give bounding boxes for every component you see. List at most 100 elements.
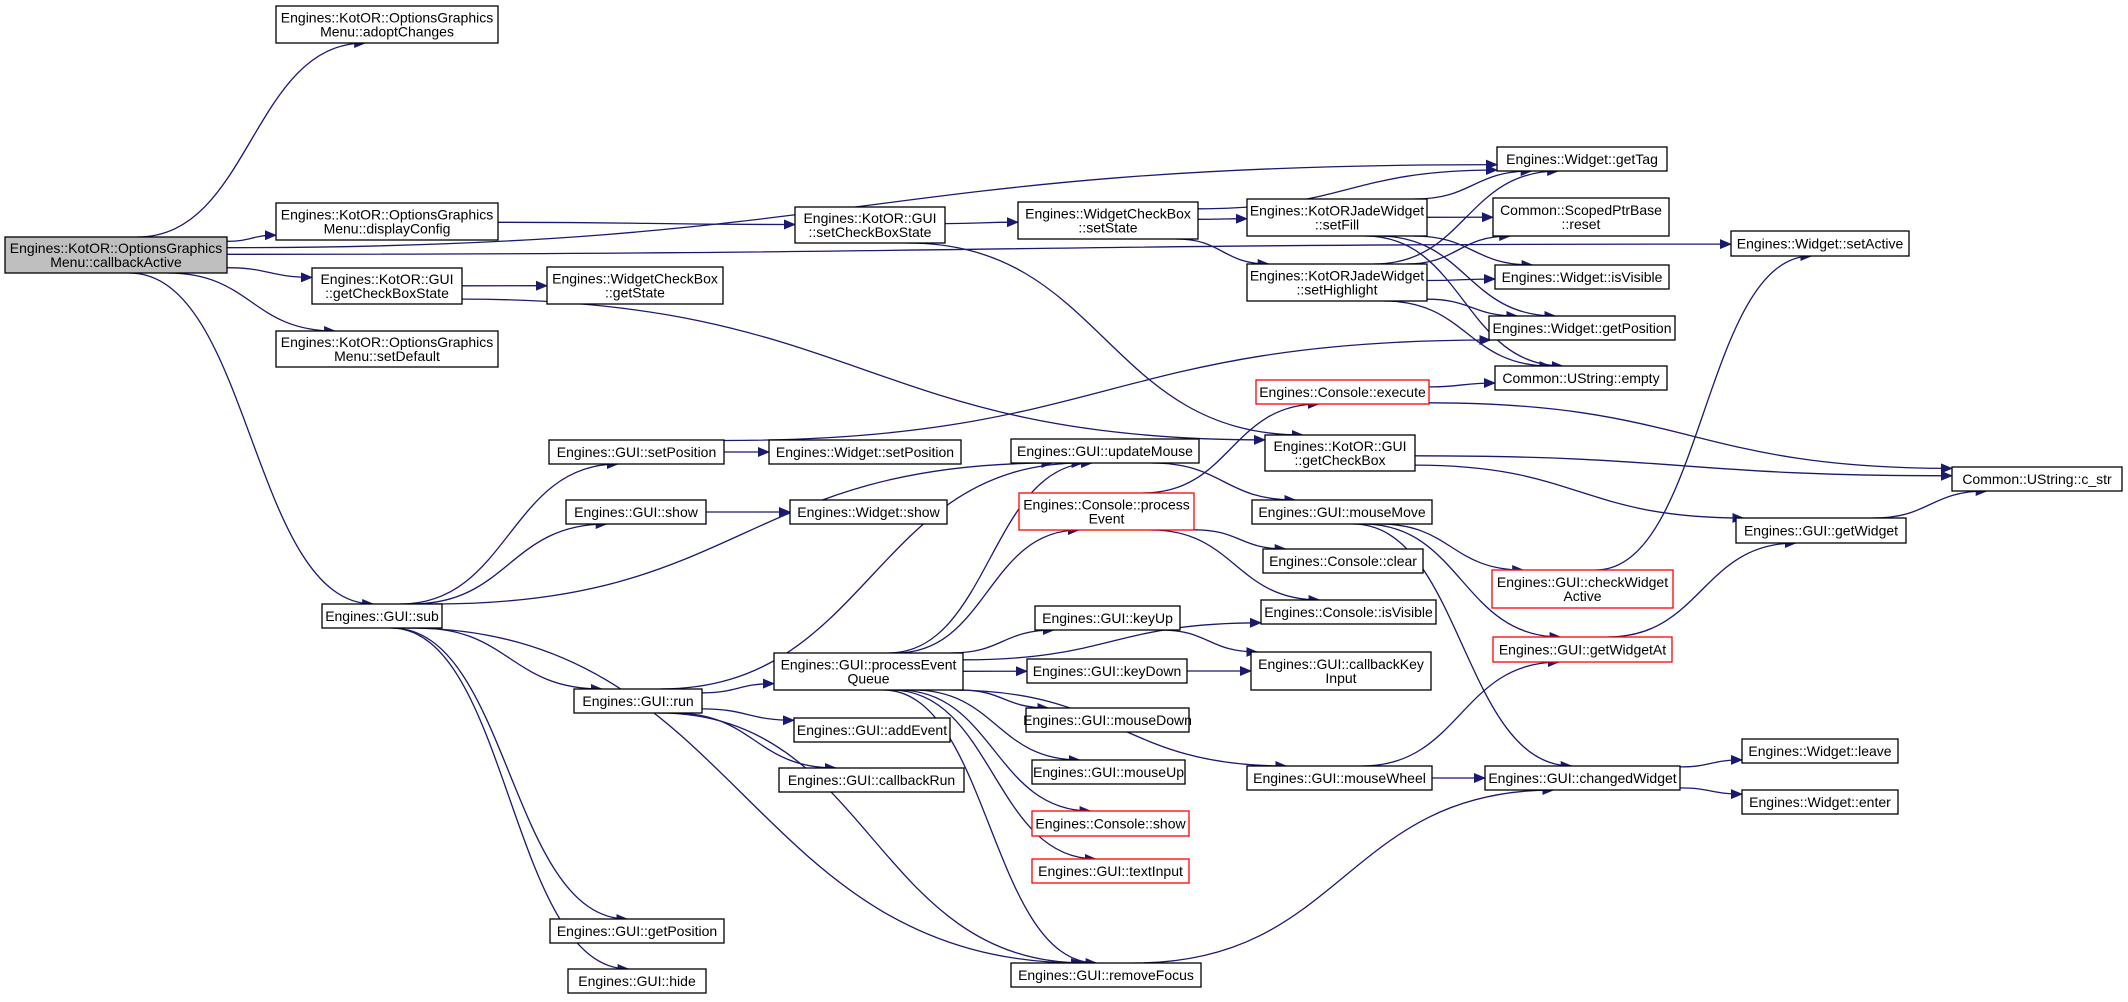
node-label: Engines::KotOR::GUI (320, 271, 453, 287)
node-box (1735, 517, 1907, 544)
node-label: ::getCheckBox (1294, 452, 1385, 468)
node-widget-is-visible[interactable]: Engines::Widget::isVisible (1494, 264, 1670, 290)
node-wcb-set-state[interactable]: Engines::WidgetCheckBox::setState (1017, 201, 1199, 240)
node-box (1264, 434, 1416, 472)
edge-gui-process-event-queue-to-gui-remove-focus (882, 689, 1098, 968)
node-scoped-reset[interactable]: Common::ScopedPtrBase::reset (1492, 197, 1670, 237)
node-console-is-visible[interactable]: Engines::Console::isVisible (1260, 599, 1437, 625)
node-gui-run[interactable]: Engines::GUI::run (573, 688, 703, 714)
node-box (573, 688, 703, 714)
node-label: Queue (847, 671, 889, 687)
edge-gui-mouse-move-to-gui-check-widget-active (1379, 523, 1525, 575)
node-label: Engines::Console::isVisible (1264, 604, 1433, 620)
node-gui-mouse-wheel[interactable]: Engines::GUI::mouseWheel (1246, 765, 1433, 791)
edges-layer (129, 38, 1988, 974)
node-box (1031, 810, 1190, 837)
node-label: Engines::Widget::setPosition (776, 444, 954, 460)
node-gui-update-mouse[interactable]: Engines::GUI::updateMouse (1010, 438, 1200, 464)
node-box (567, 968, 707, 994)
node-gui-key-up[interactable]: Engines::GUI::keyUp (1034, 605, 1181, 631)
node-box (1494, 365, 1668, 391)
node-widget-set-active[interactable]: Engines::Widget::setActive (1730, 230, 1910, 257)
node-ustring-cstr[interactable]: Common::UString::c_str (1951, 466, 2123, 492)
node-gui-hide[interactable]: Engines::GUI::hide (567, 968, 707, 994)
node-gui-show[interactable]: Engines::GUI::show (565, 499, 707, 525)
edge-console-execute-to-ustring-empty (1428, 378, 1496, 389)
node-label: Engines::KotORJadeWidget (1250, 268, 1424, 284)
node-kjw-set-fill[interactable]: Engines::KotORJadeWidget::setFill (1246, 198, 1428, 237)
node-label: Engines::Widget::leave (1748, 743, 1891, 759)
node-gui-add-event[interactable]: Engines::GUI::addEvent (793, 717, 951, 743)
node-widget-leave[interactable]: Engines::Widget::leave (1741, 738, 1899, 764)
node-widget-enter[interactable]: Engines::Widget::enter (1741, 789, 1899, 815)
node-label: Engines::KotOR::GUI (1273, 438, 1406, 454)
node-box (548, 439, 725, 465)
node-console-process-event[interactable]: Engines::Console::processEvent (1018, 492, 1195, 531)
edge-console-process-event-to-console-clear (1193, 529, 1287, 554)
node-label: ::reset (1562, 216, 1601, 232)
node-gui-get-widget-at[interactable]: Engines::GUI::getWidgetAt (1492, 636, 1673, 663)
node-gui-get-widget[interactable]: Engines::GUI::getWidget (1735, 517, 1907, 544)
node-box (1246, 198, 1428, 237)
node-ustring-empty[interactable]: Common::UString::empty (1494, 365, 1668, 391)
node-gui-set-position[interactable]: Engines::GUI::setPosition (548, 439, 725, 465)
edge-kjw-set-fill-to-widget-is-visible (1413, 235, 1534, 270)
edge-root-to-gui-sub (129, 272, 375, 609)
node-gui-changed-widget[interactable]: Engines::GUI::changedWidget (1484, 765, 1681, 791)
node-gui-mouse-move[interactable]: Engines::GUI::mouseMove (1251, 499, 1433, 525)
node-set-check-box-state[interactable]: Engines::KotOR::GUI::setCheckBoxState (794, 206, 946, 244)
node-box (1741, 738, 1899, 764)
edge-gui-run-to-gui-update-mouse (660, 458, 1084, 690)
node-widget-set-position[interactable]: Engines::Widget::setPosition (768, 439, 962, 465)
edge-set-check-box-state-to-kotor-get-check-box (907, 242, 1304, 440)
node-console-show[interactable]: Engines::Console::show (1031, 810, 1190, 837)
edge-kotor-get-check-box-to-ustring-cstr (1414, 455, 1953, 481)
node-box (1492, 197, 1670, 237)
node-widget-get-tag[interactable]: Engines::Widget::getTag (1496, 146, 1668, 172)
node-label: Menu::adoptChanges (320, 24, 454, 40)
node-label: Engines::GUI::addEvent (797, 722, 947, 738)
node-gui-mouse-down[interactable]: Engines::GUI::mouseDown (1023, 707, 1192, 733)
node-set-default[interactable]: Engines::KotOR::OptionsGraphicsMenu::set… (275, 330, 499, 368)
node-gui-remove-focus[interactable]: Engines::GUI::removeFocus (1010, 962, 1202, 988)
node-root[interactable]: Engines::KotOR::OptionsGraphicsMenu::cal… (4, 236, 228, 274)
node-gui-text-input[interactable]: Engines::GUI::textInput (1031, 858, 1190, 884)
node-label: Common::UString::empty (1502, 370, 1659, 386)
node-wcb-get-state[interactable]: Engines::WidgetCheckBox::getState (546, 266, 724, 305)
node-widget-show[interactable]: Engines::Widget::show (789, 499, 948, 525)
edge-root-to-display-config (226, 230, 277, 242)
edge-kjw-set-highlight-to-widget-get-tag (1373, 166, 1560, 265)
edge-kjw-set-highlight-to-widget-is-visible (1426, 274, 1496, 285)
node-box (778, 767, 965, 793)
node-gui-sub[interactable]: Engines::GUI::sub (321, 603, 443, 629)
node-box (321, 603, 443, 629)
node-adopt-changes[interactable]: Engines::KotOR::OptionsGraphicsMenu::ado… (275, 5, 499, 44)
node-gui-callback-run[interactable]: Engines::GUI::callbackRun (778, 767, 965, 793)
edge-gui-process-event-queue-to-gui-key-up (951, 625, 1055, 654)
node-label: Engines::GUI::removeFocus (1018, 967, 1194, 983)
edge-gui-get-widget-at-to-gui-get-widget (1607, 538, 1797, 638)
edge-kjw-set-highlight-to-ustring-empty (1384, 300, 1552, 371)
node-console-execute[interactable]: Engines::Console::execute (1255, 379, 1430, 405)
node-gui-mouse-up[interactable]: Engines::GUI::mouseUp (1031, 759, 1186, 785)
node-display-config[interactable]: Engines::KotOR::OptionsGraphicsMenu::dis… (275, 202, 499, 241)
node-kjw-set-highlight[interactable]: Engines::KotORJadeWidget::setHighlight (1246, 263, 1428, 302)
node-widget-get-position[interactable]: Engines::Widget::getPosition (1488, 315, 1676, 341)
node-label: Engines::GUI::hide (578, 973, 696, 989)
node-kotor-get-check-box[interactable]: Engines::KotOR::GUI::getCheckBox (1264, 434, 1416, 472)
edge-kjw-set-highlight-to-widget-get-position (1426, 298, 1519, 321)
node-get-check-box-state[interactable]: Engines::KotOR::GUI::getCheckBoxState (311, 267, 463, 305)
node-box (1026, 658, 1188, 684)
edge-wcb-set-state-to-kjw-set-highlight (1176, 238, 1270, 269)
node-gui-key-down[interactable]: Engines::GUI::keyDown (1026, 658, 1188, 684)
node-console-clear[interactable]: Engines::Console::clear (1262, 548, 1424, 574)
node-label: Engines::GUI::callbackKey (1258, 656, 1424, 672)
node-box (1741, 789, 1899, 815)
node-gui-get-position[interactable]: Engines::GUI::getPosition (549, 918, 725, 944)
node-box (1255, 379, 1430, 405)
edge-console-process-event-to-console-is-visible (1150, 529, 1321, 605)
